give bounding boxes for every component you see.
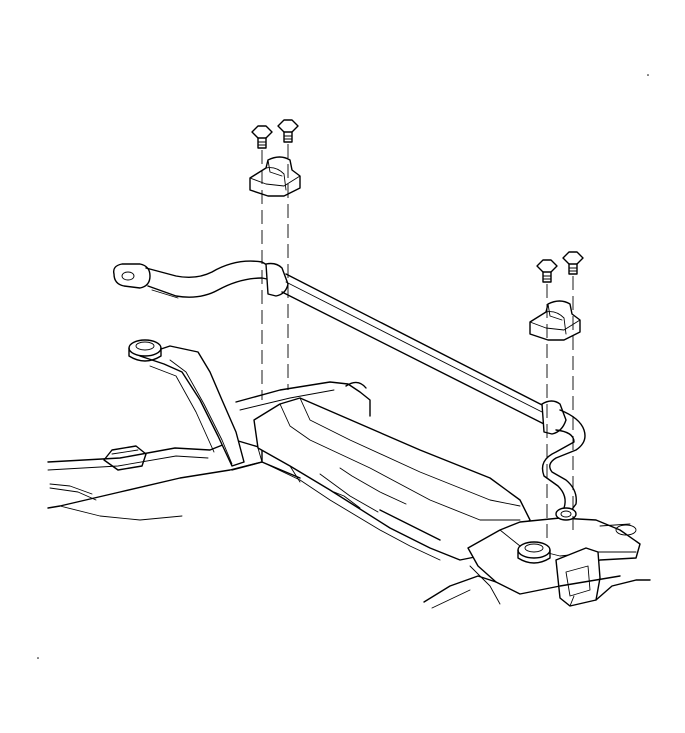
bushing-clamp-right <box>529 300 581 341</box>
bushing-clamp-left <box>249 156 301 197</box>
alignment-lines <box>261 144 574 540</box>
stabilizer-bar <box>112 260 586 521</box>
crossmember-frame <box>47 339 651 609</box>
bolt-left-b <box>277 119 299 143</box>
bolt-right-b <box>562 251 584 275</box>
bolt-right-a <box>536 259 558 283</box>
bolt-left-a <box>251 125 273 149</box>
